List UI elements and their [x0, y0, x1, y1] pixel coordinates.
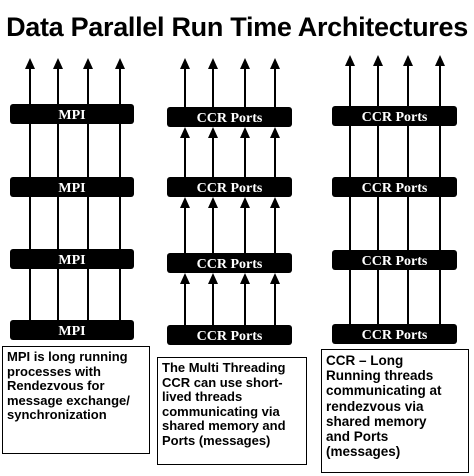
multi-threading-ccr-bar-4-label: CCR Ports — [197, 329, 263, 344]
multi-threading-ccr-bar-2-label: CCR Ports — [197, 181, 263, 196]
multi-threading-ccr-thread-2-seg-0-head — [208, 58, 218, 69]
multi-threading-ccr-thread-1-seg-0-head — [180, 58, 190, 69]
multi-threading-ccr-thread-1-seg-3-head — [180, 273, 190, 284]
ccr-long-running-bar-2-label: CCR Ports — [362, 181, 428, 196]
multi-threading-ccr-thread-4-seg-3-head — [270, 273, 280, 284]
multi-threading-ccr-bar-4 — [167, 325, 292, 345]
mpi-thread-1-head — [25, 58, 35, 69]
ccr-long-running-bar-4-label: CCR Ports — [362, 328, 428, 343]
multi-threading-ccr-thread-2-seg-3-head — [208, 273, 218, 284]
multi-threading-ccr-thread-3-seg-0-head — [240, 58, 250, 69]
ccr-long-running-thread-3-head — [403, 55, 413, 66]
mpi-bar-4-label: MPI — [58, 324, 85, 339]
ccr-long-running-bar-3 — [332, 250, 457, 270]
multi-threading-ccr-thread-4-seg-0-head — [270, 58, 280, 69]
multi-threading-ccr-bar-3 — [167, 253, 292, 273]
mpi-bar-2 — [10, 177, 134, 197]
ccr-long-running-thread-4-head — [435, 55, 445, 66]
mpi-bar-2-label: MPI — [58, 181, 85, 196]
ccr-long-running-bar-1 — [332, 106, 457, 126]
multi-threading-ccr-thread-1-seg-2-head — [180, 197, 190, 208]
multi-threading-ccr-thread-3-seg-1-head — [240, 127, 250, 138]
ccr-long-running-bar-4 — [332, 324, 457, 344]
mpi-thread-4-head — [115, 58, 125, 69]
multi-threading-ccr-thread-4-seg-2-head — [270, 197, 280, 208]
caption-ccr-long-running: CCR – Long Running threads communicating… — [321, 349, 469, 473]
multi-threading-ccr-bar-1 — [167, 107, 292, 127]
mpi-bar-4 — [10, 320, 134, 340]
diagram-title: Data Parallel Run Time Architectures — [6, 12, 468, 42]
mpi-bar-1 — [10, 104, 134, 124]
mpi-bar-1-label: MPI — [58, 108, 85, 123]
multi-threading-ccr-bar-1-label: CCR Ports — [197, 111, 263, 126]
ccr-long-running-bar-1-label: CCR Ports — [362, 110, 428, 125]
multi-threading-ccr-bar-3-label: CCR Ports — [197, 257, 263, 272]
ccr-long-running-bar-2 — [332, 177, 457, 197]
multi-threading-ccr-thread-3-seg-3-head — [240, 273, 250, 284]
multi-threading-ccr-thread-2-seg-2-head — [208, 197, 218, 208]
caption-mpi: MPI is long running processes with Rende… — [2, 346, 150, 454]
ccr-long-running-thread-1-head — [345, 55, 355, 66]
mpi-bar-3-label: MPI — [58, 253, 85, 268]
multi-threading-ccr-thread-4-seg-1-head — [270, 127, 280, 138]
multi-threading-ccr-thread-2-seg-1-head — [208, 127, 218, 138]
multi-threading-ccr-bar-2 — [167, 177, 292, 197]
ccr-long-running-bar-3-label: CCR Ports — [362, 254, 428, 269]
mpi-thread-2-head — [53, 58, 63, 69]
multi-threading-ccr-thread-1-seg-1-head — [180, 127, 190, 138]
ccr-long-running-thread-2-head — [373, 55, 383, 66]
caption-multi-threading-ccr: The Multi Threading CCR can use short- l… — [157, 357, 307, 465]
mpi-thread-3-head — [83, 58, 93, 69]
mpi-bar-3 — [10, 249, 134, 269]
multi-threading-ccr-thread-3-seg-2-head — [240, 197, 250, 208]
